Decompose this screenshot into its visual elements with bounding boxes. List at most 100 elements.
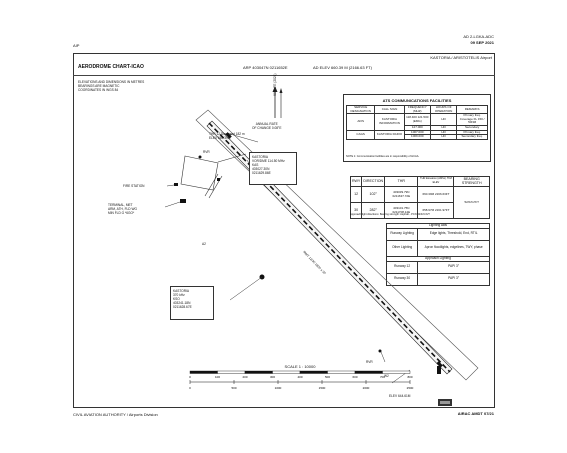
ats-cell: KASTORIA INFORMATION [374, 113, 405, 131]
thr12-label: THR 12 Displaced 182 m ELEV 660.39M [209, 132, 245, 140]
threshold-30-marker [436, 361, 443, 368]
ndb-ident: KSO [173, 297, 180, 301]
scale-tick-label: 500 [325, 375, 330, 379]
ats-table: SERVICE DESIGNATION CALL SIGN FREQUENCY … [345, 104, 488, 140]
building [217, 178, 220, 181]
rvr-marker [378, 349, 382, 353]
vor-coords: 403027.30N 0211629.86E [252, 167, 271, 175]
scale-tick-label: 400 [297, 375, 302, 379]
a2-label: A2 [202, 242, 206, 246]
ats-footnote: NOTE 1: Communication facilities are in … [346, 155, 420, 158]
scale-tick-label: 1000 [275, 386, 282, 390]
lighting-cell: PAPI 3° [417, 272, 490, 286]
ats-cell: AFIS [345, 113, 376, 131]
scale-segment [189, 370, 218, 374]
scale-segment [272, 370, 301, 374]
scale-tick-label: 1500 [319, 386, 326, 390]
table-row: 30 282° 403101.75N 0211708.14E 658.97M 2… [349, 201, 490, 219]
chart-notes: ELEVATIONS AND DIMENSIONS IN METRES BEAR… [78, 80, 145, 92]
scale-tick-label: 0 [189, 375, 191, 379]
lighting-cell: Apron floodlights, edgelines, TWY, phase [417, 239, 490, 257]
rvr-label: RVR [366, 360, 373, 364]
terminal-building [180, 199, 186, 203]
scale-tick-label: 600 [352, 375, 357, 379]
ndb-title: KASTORIA [173, 289, 190, 293]
ats-cell: Secondary freq. [456, 134, 488, 140]
taxiway [217, 153, 247, 163]
agency-logo-icon [438, 399, 452, 406]
ats-cell: Primary freq. Coverage FL 150 / 50NM [456, 113, 488, 126]
taxiway-a2 [204, 173, 219, 197]
airport-name: KASTORIA / ARISTOTELIS Airport [430, 55, 492, 60]
scale-bar: SCALE 1 : 10000 0 100 200 300 400 500 600 700 80… [180, 364, 420, 392]
ats-header-row: SERVICE DESIGNATION CALL SIGN FREQUENCY … [345, 104, 488, 115]
ad-elevation: AD ELEV 660.39 M (2166.63 FT) [313, 65, 372, 70]
ats-col-header: FREQUENCY (MHZ) [403, 104, 432, 115]
lighting-cell: Other Lighting [385, 239, 419, 257]
chart-title: AERODROME CHART-ICAO [78, 64, 144, 70]
taxiway-a2 [208, 175, 223, 199]
ats-cell: HO [429, 134, 458, 140]
vor-callout: KASTORIA VOR/DME 114.50 MHz KAS 403027.3… [249, 152, 297, 185]
runway-end-bar [437, 366, 441, 374]
scale-segment [244, 370, 273, 374]
ndb-coords: 403241.18N 0211628.67E [173, 301, 192, 309]
ats-communications-box: ATS COMMUNICATIONS FACILITIES SERVICE DE… [343, 94, 491, 162]
runway-pcn: 52/F/C/X/T [453, 185, 490, 219]
w2-label: W2 [384, 374, 389, 378]
leader-line [164, 201, 181, 208]
scale-segment [382, 370, 411, 374]
ats-cell: 118.400 121.500 (EMG) [403, 113, 432, 126]
table-row: Runway 30 PAPI 3° [385, 272, 490, 286]
runway-footnote: Approach light directions: Bearing stren… [350, 213, 430, 216]
scale-segment [327, 370, 356, 374]
leader-line [380, 351, 386, 363]
vor-ident: KAS [252, 163, 259, 167]
lighting-table: Lighting Aids Runway Lighting Edge light… [385, 223, 490, 286]
ats-cell: HO [429, 113, 458, 126]
scale-label: SCALE 1 : 10000 [284, 364, 316, 369]
scale-tick-label: 300 [270, 375, 275, 379]
leader-line [229, 276, 263, 301]
table-row: 12 102° 403039.79N 0211637.72E 660.39M 2… [349, 185, 490, 219]
table-row: Runway 12 PAPI 3° [385, 260, 490, 274]
runway-cell: 658.97M 2161.97FT [417, 201, 455, 219]
runway-cell: 30 [349, 201, 363, 219]
fire-station-label: FIRE STATION [123, 184, 145, 188]
ats-cell: 1009.000 [403, 134, 432, 140]
header-date: 09 SEP 2021 [470, 40, 494, 45]
scale-tick-label: 2500 [407, 386, 414, 390]
runway-cell: 403101.75N 0211708.14E [384, 201, 419, 219]
rvr-marker [198, 155, 202, 159]
chart-frame [73, 53, 495, 408]
scale-graphic: 0 100 200 300 400 500 600 700 800 0 500 1000 1500 20… [189, 370, 414, 390]
title-divider [73, 75, 495, 76]
ats-cell: CAGS [345, 129, 376, 140]
scale-tick-label: 800 [407, 375, 412, 379]
north-arrow-icon [272, 86, 283, 118]
table-row: AFIS KASTORIA INFORMATION 118.400 121.50… [345, 113, 488, 131]
runway-table: RWY DIRECTION THR THR Elevation (AMSL) T… [349, 176, 490, 219]
ats-col-header: SERVICE DESIGNATION [345, 104, 376, 115]
scale-tick-label: 200 [242, 375, 247, 379]
header-aip: AIP [73, 43, 80, 48]
scale-tick-label: 2000 [363, 386, 370, 390]
annual-rate-label: ANNUAL RATE OF CHANGE 0.08°E [252, 122, 282, 130]
scale-tick-label: 700 [380, 375, 385, 379]
ats-col-header: REMARKS [456, 104, 488, 115]
scale-tick-label: 0 [189, 386, 191, 390]
scale-tick-label: 500 [231, 386, 236, 390]
terminal-label: TERMINAL, MET ARM, ATH, FLD WG MIN FLD G… [108, 203, 137, 215]
table-row: Other Lighting Apron floodlights, edgeli… [385, 239, 490, 257]
ats-col-header: HOURS OF OPERATION [429, 104, 458, 115]
footer-authority: CIVIL AVIATION AUTHORITY / Airports Divi… [73, 412, 158, 417]
threshold-12-marker [225, 132, 232, 139]
ats-title: ATS COMMUNICATIONS FACILITIES [382, 98, 452, 103]
scale-segment [354, 370, 383, 374]
header-ad-code: AD 2-LGKA-ADC [463, 34, 494, 39]
elevation-label: ELEV 644.61M [389, 394, 411, 398]
leader-line [166, 184, 175, 187]
ndb-callout: KASTORIA 370 kHz KSO 403241.18N 0211628.… [170, 286, 214, 320]
scale-tick-label: 100 [215, 375, 220, 379]
ndb-frequency: 370 kHz [173, 293, 185, 297]
